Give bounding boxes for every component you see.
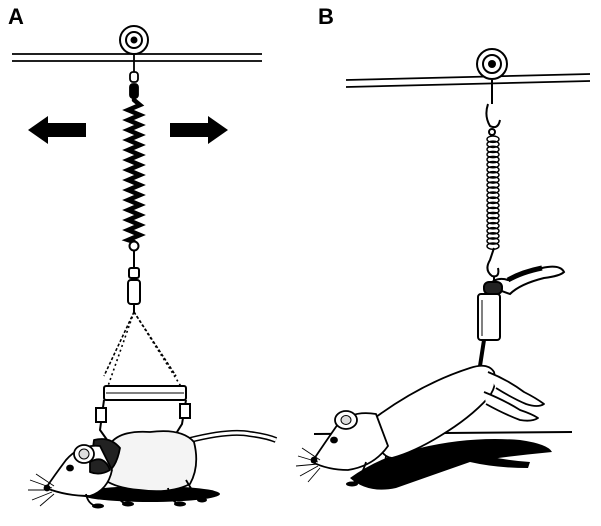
pulley-icon-b (476, 48, 508, 80)
arrow-right-icon (170, 116, 228, 144)
arrow-left-icon (28, 116, 86, 144)
rat-b (295, 364, 545, 487)
panel-b (295, 48, 591, 490)
shadow-b (350, 439, 552, 490)
connector-a (127, 251, 141, 312)
spring-icon (121, 97, 146, 252)
panel-a (12, 25, 278, 509)
tail-harness-b (477, 265, 566, 367)
pulley-icon (119, 25, 149, 55)
panel-label-b: B (318, 4, 334, 29)
panel-label-a: A (8, 4, 24, 29)
rail-b (345, 73, 591, 88)
spring-icon-b (486, 135, 500, 251)
snap-hook-b (486, 247, 500, 282)
rat-a (28, 429, 278, 509)
spreader-bar-a (103, 385, 187, 401)
rail-a (12, 53, 262, 62)
chain-bridle-a (103, 311, 183, 389)
hook-b (485, 80, 501, 136)
